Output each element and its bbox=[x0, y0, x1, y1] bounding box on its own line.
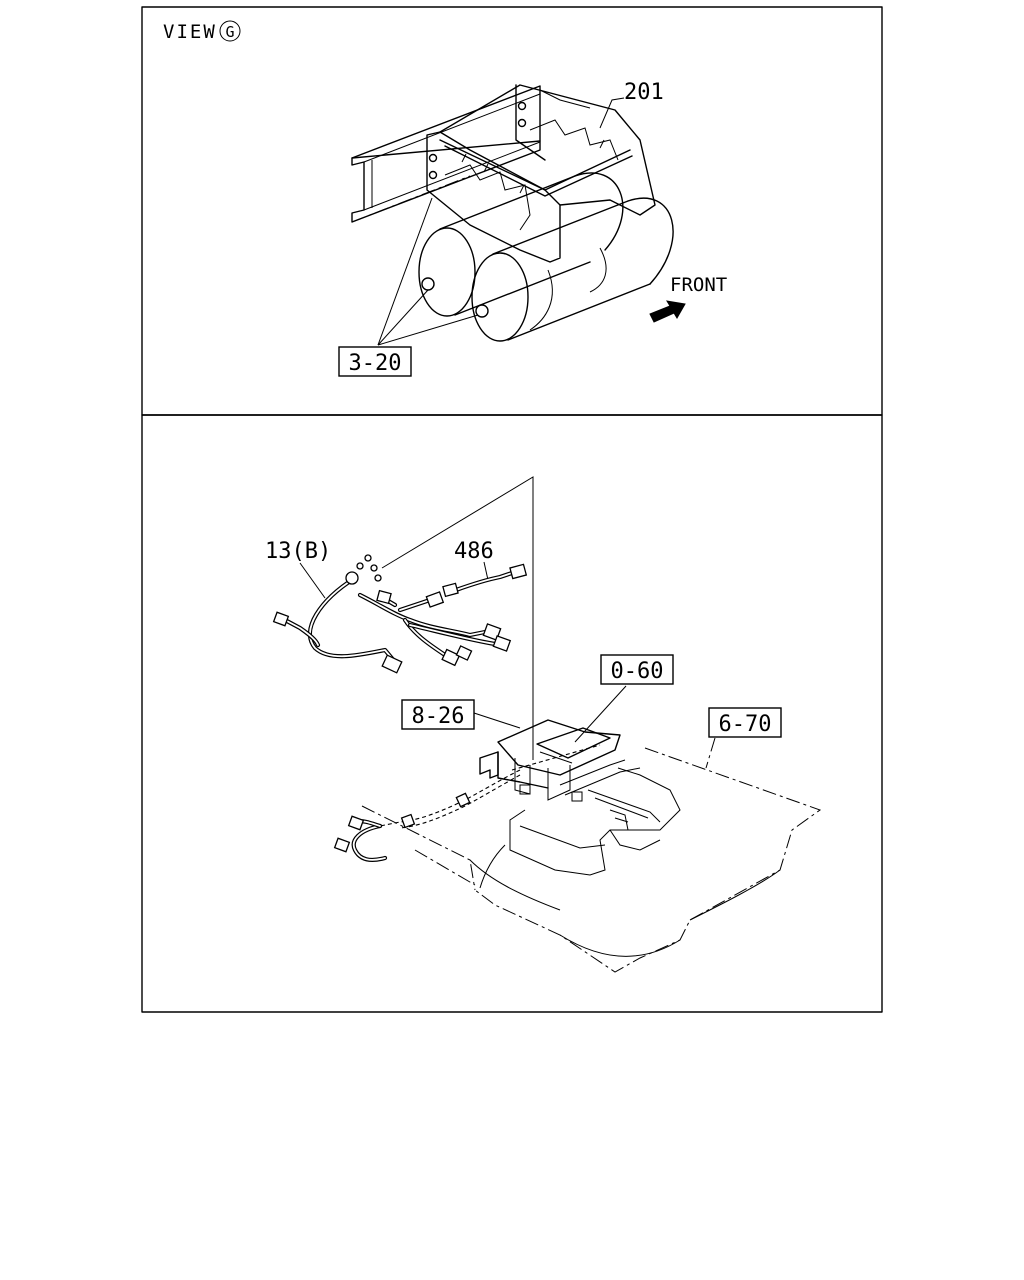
view-marker-letter: G bbox=[225, 23, 234, 41]
view-marker-circle bbox=[219, 20, 241, 42]
view-title-text: VIEW bbox=[163, 21, 217, 43]
arrow-front-icon bbox=[649, 300, 686, 323]
callout-box-8-26 bbox=[401, 699, 475, 730]
callout-box-3-20 bbox=[338, 346, 412, 377]
leader-0-60 bbox=[574, 685, 627, 743]
callout-box-0-60 bbox=[600, 654, 674, 685]
callout-0-60: 0-60 bbox=[611, 659, 664, 684]
wire-harness-486-drawing bbox=[442, 563, 528, 598]
floor-harness-drawing bbox=[333, 769, 521, 862]
callout-486: 486 bbox=[454, 539, 494, 564]
callout-box-6-70 bbox=[708, 707, 782, 738]
callout-13b: 13(B) bbox=[265, 539, 331, 564]
callout-8-26: 8-26 bbox=[412, 704, 465, 729]
top-panel-frame bbox=[141, 6, 883, 416]
guide-line-harness bbox=[381, 476, 534, 760]
callout-201: 201 bbox=[624, 80, 664, 105]
callout-3-20: 3-20 bbox=[349, 351, 402, 376]
leader-6-70 bbox=[705, 737, 716, 769]
front-direction-label: FRONT bbox=[670, 274, 727, 296]
leader-3-20-b bbox=[377, 289, 429, 346]
control-module-drawing bbox=[479, 719, 641, 802]
air-tanks-drawing bbox=[418, 172, 674, 342]
leader-13b bbox=[299, 562, 326, 599]
frame-rail-drawing bbox=[351, 85, 541, 223]
callout-6-70: 6-70 bbox=[719, 712, 772, 737]
bottom-panel-frame bbox=[141, 414, 883, 1013]
leader-201 bbox=[599, 97, 625, 129]
tank-brackets-drawing bbox=[426, 84, 656, 263]
leader-3-20-a bbox=[377, 197, 433, 346]
leader-486 bbox=[483, 561, 489, 581]
leader-8-26 bbox=[473, 712, 521, 729]
view-title: VIEW G bbox=[163, 20, 241, 43]
wire-harness-13b-drawing bbox=[272, 554, 512, 674]
leader-3-20-c bbox=[377, 314, 479, 346]
floor-panel-drawing bbox=[361, 747, 822, 973]
